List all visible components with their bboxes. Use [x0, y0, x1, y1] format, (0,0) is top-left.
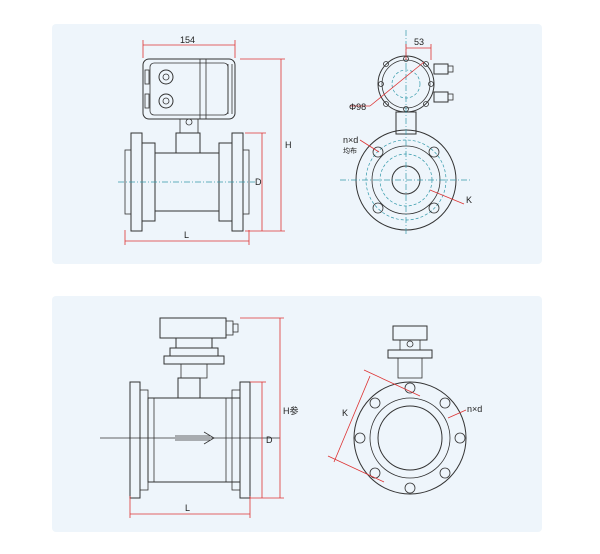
dim-k-label-bottom: K	[342, 408, 348, 418]
dim-d-label-bottom: D	[266, 435, 273, 445]
top-side-view: 154 H D L	[118, 35, 292, 245]
dim-k-label: K	[466, 195, 472, 205]
dim-d-label: D	[255, 177, 262, 187]
top-end-view: 53 Φ98 n×d 均布 K	[340, 30, 472, 236]
dim-h-ref-label: H参	[283, 405, 299, 416]
dim-53-label: 53	[414, 37, 424, 47]
top-diagram-panel	[52, 24, 542, 264]
dim-l-label-bottom: L	[185, 503, 190, 513]
dim-h-label: H	[285, 140, 292, 150]
dim-154-label: 154	[180, 35, 195, 45]
dim-nxd-label-bottom: n×d	[467, 404, 482, 414]
dim-l-label: L	[184, 230, 189, 240]
bottom-end-view: K n×d	[327, 325, 482, 495]
dim-uniform-label: 均布	[343, 146, 357, 155]
dim-phi98-label: Φ98	[349, 102, 366, 112]
dim-nxd-label: n×d	[343, 135, 358, 145]
bottom-side-view: H参 D L	[100, 317, 299, 518]
